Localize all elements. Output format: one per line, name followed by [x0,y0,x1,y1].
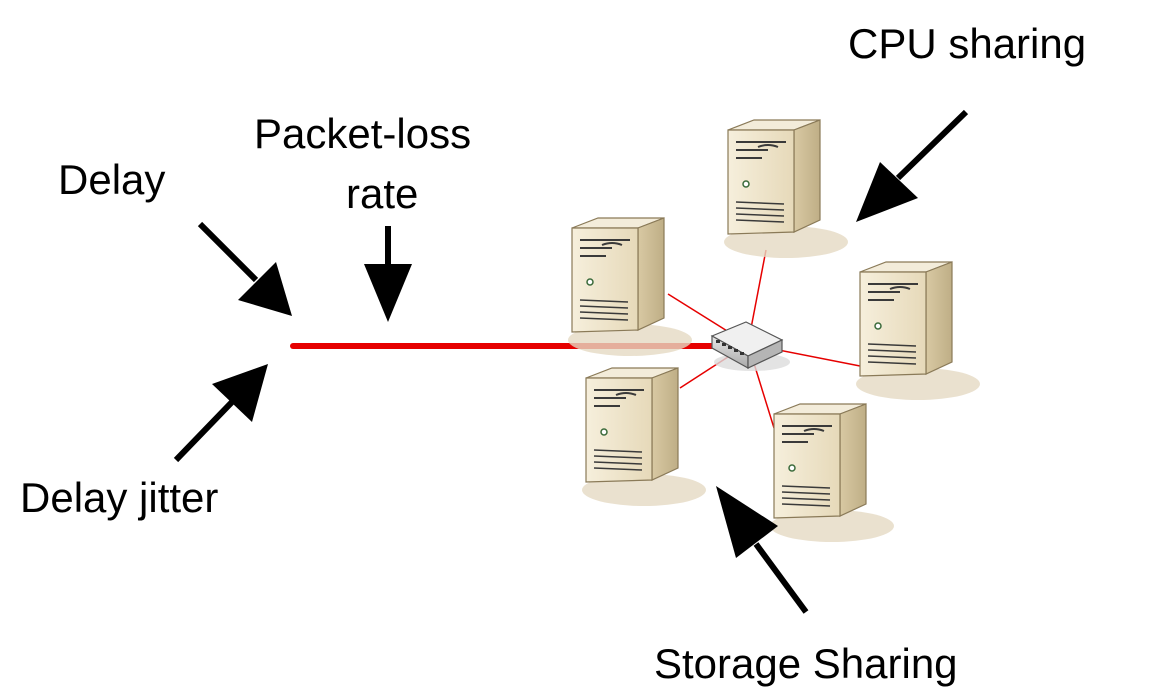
server-tower-icon [581,367,707,507]
cpu-sharing-arrow [856,109,969,222]
label-delay: Delay [58,156,165,203]
label-cpu-sharing: CPU sharing [848,20,1086,67]
arrows [173,109,969,614]
packet-loss-arrow [364,226,412,322]
server-tower-icon [769,403,895,543]
label-delay-jitter: Delay jitter [20,474,218,521]
label-packet-loss: Packet-loss [254,110,471,157]
server-tower-icon [855,261,981,401]
delay-arrow [197,221,292,316]
label-packet-loss-rate: rate [346,170,418,217]
server-tower-icon [723,119,849,259]
delay-jitter-arrow [173,364,268,463]
server-tower-icon [567,217,693,357]
label-storage-sharing: Storage Sharing [654,640,958,687]
network-switch-icon [710,321,790,371]
storage-sharing-arrow [716,486,809,614]
